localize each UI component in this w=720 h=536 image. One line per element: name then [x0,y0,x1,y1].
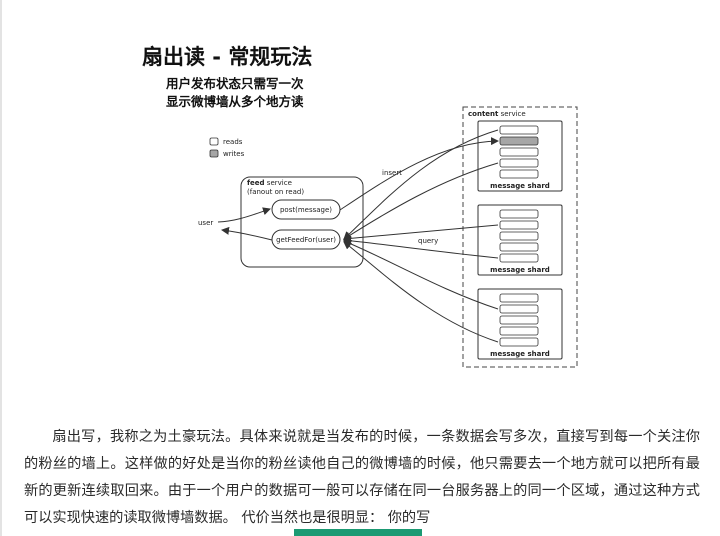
user-label: user [198,219,213,227]
query-arrow [343,162,499,240]
query-arrow [343,224,499,243]
shard-label: message shard [490,182,550,190]
message-shard-3: message shard [477,288,563,360]
message-record [499,326,539,336]
user-to-post-arrow [217,207,271,223]
message-record [499,125,539,135]
message-record-written [499,136,539,146]
fanout-read-diagram: 扇出读 - 常规玩法 用户发布状态只需写一次 显示微博墙从多个地方读 reads… [120,30,600,390]
get-feed-label: getFeedFor(user) [276,236,336,244]
insert-arrow [339,137,499,211]
message-record [499,315,539,325]
message-record [499,293,539,303]
message-record [499,158,539,168]
diagram-subtitle-line-2: 显示微博墙从多个地方读 [166,94,304,109]
legend-writes-swatch [209,149,219,158]
content-service-title: content service [468,110,526,118]
query-arrow [343,236,499,259]
message-record [499,231,539,241]
text-highlight-underline [294,529,422,536]
page-left-border [0,0,2,536]
article-body: 扇出写，我称之为土豪玩法。具体来说就是当发布的时候，一条数据会写多次，直接写到每… [24,424,700,532]
query-arrow [343,241,499,343]
diagram-canvas: 扇出读 - 常规玩法 用户发布状态只需写一次 显示微博墙从多个地方读 reads… [142,45,578,368]
query-arrows [343,129,499,343]
message-record [499,253,539,263]
article-paragraph: 扇出写，我称之为土豪玩法。具体来说就是当发布的时候，一条数据会写多次，直接写到每… [24,429,700,526]
get-feed-to-user-arrow [221,226,273,241]
diagram-title: 扇出读 - 常规玩法 [142,45,312,69]
query-arrow [343,129,499,240]
message-record [499,209,539,219]
shard-label: message shard [490,350,550,358]
message-record [499,147,539,157]
insert-label: insert [382,169,402,177]
diagram-subtitle-line-1: 用户发布状态只需写一次 [165,76,304,91]
message-record [499,337,539,347]
shard-label: message shard [490,266,550,274]
query-arrow [343,239,499,310]
message-record [499,169,539,179]
legend-reads-label: reads [223,138,243,146]
feed-service-title: feed service [247,179,292,187]
message-record [499,304,539,314]
legend-reads-swatch [209,137,219,146]
message-shard-1: message shard [477,120,563,192]
message-shard-2: message shard [477,204,563,276]
query-label: query [418,237,438,245]
message-record [499,220,539,230]
feed-service-subtitle: (fanout on read) [247,188,304,196]
post-message-label: post(message) [280,206,332,214]
content-service-box [462,106,578,368]
message-record [499,242,539,252]
legend-writes-label: writes [223,150,245,158]
